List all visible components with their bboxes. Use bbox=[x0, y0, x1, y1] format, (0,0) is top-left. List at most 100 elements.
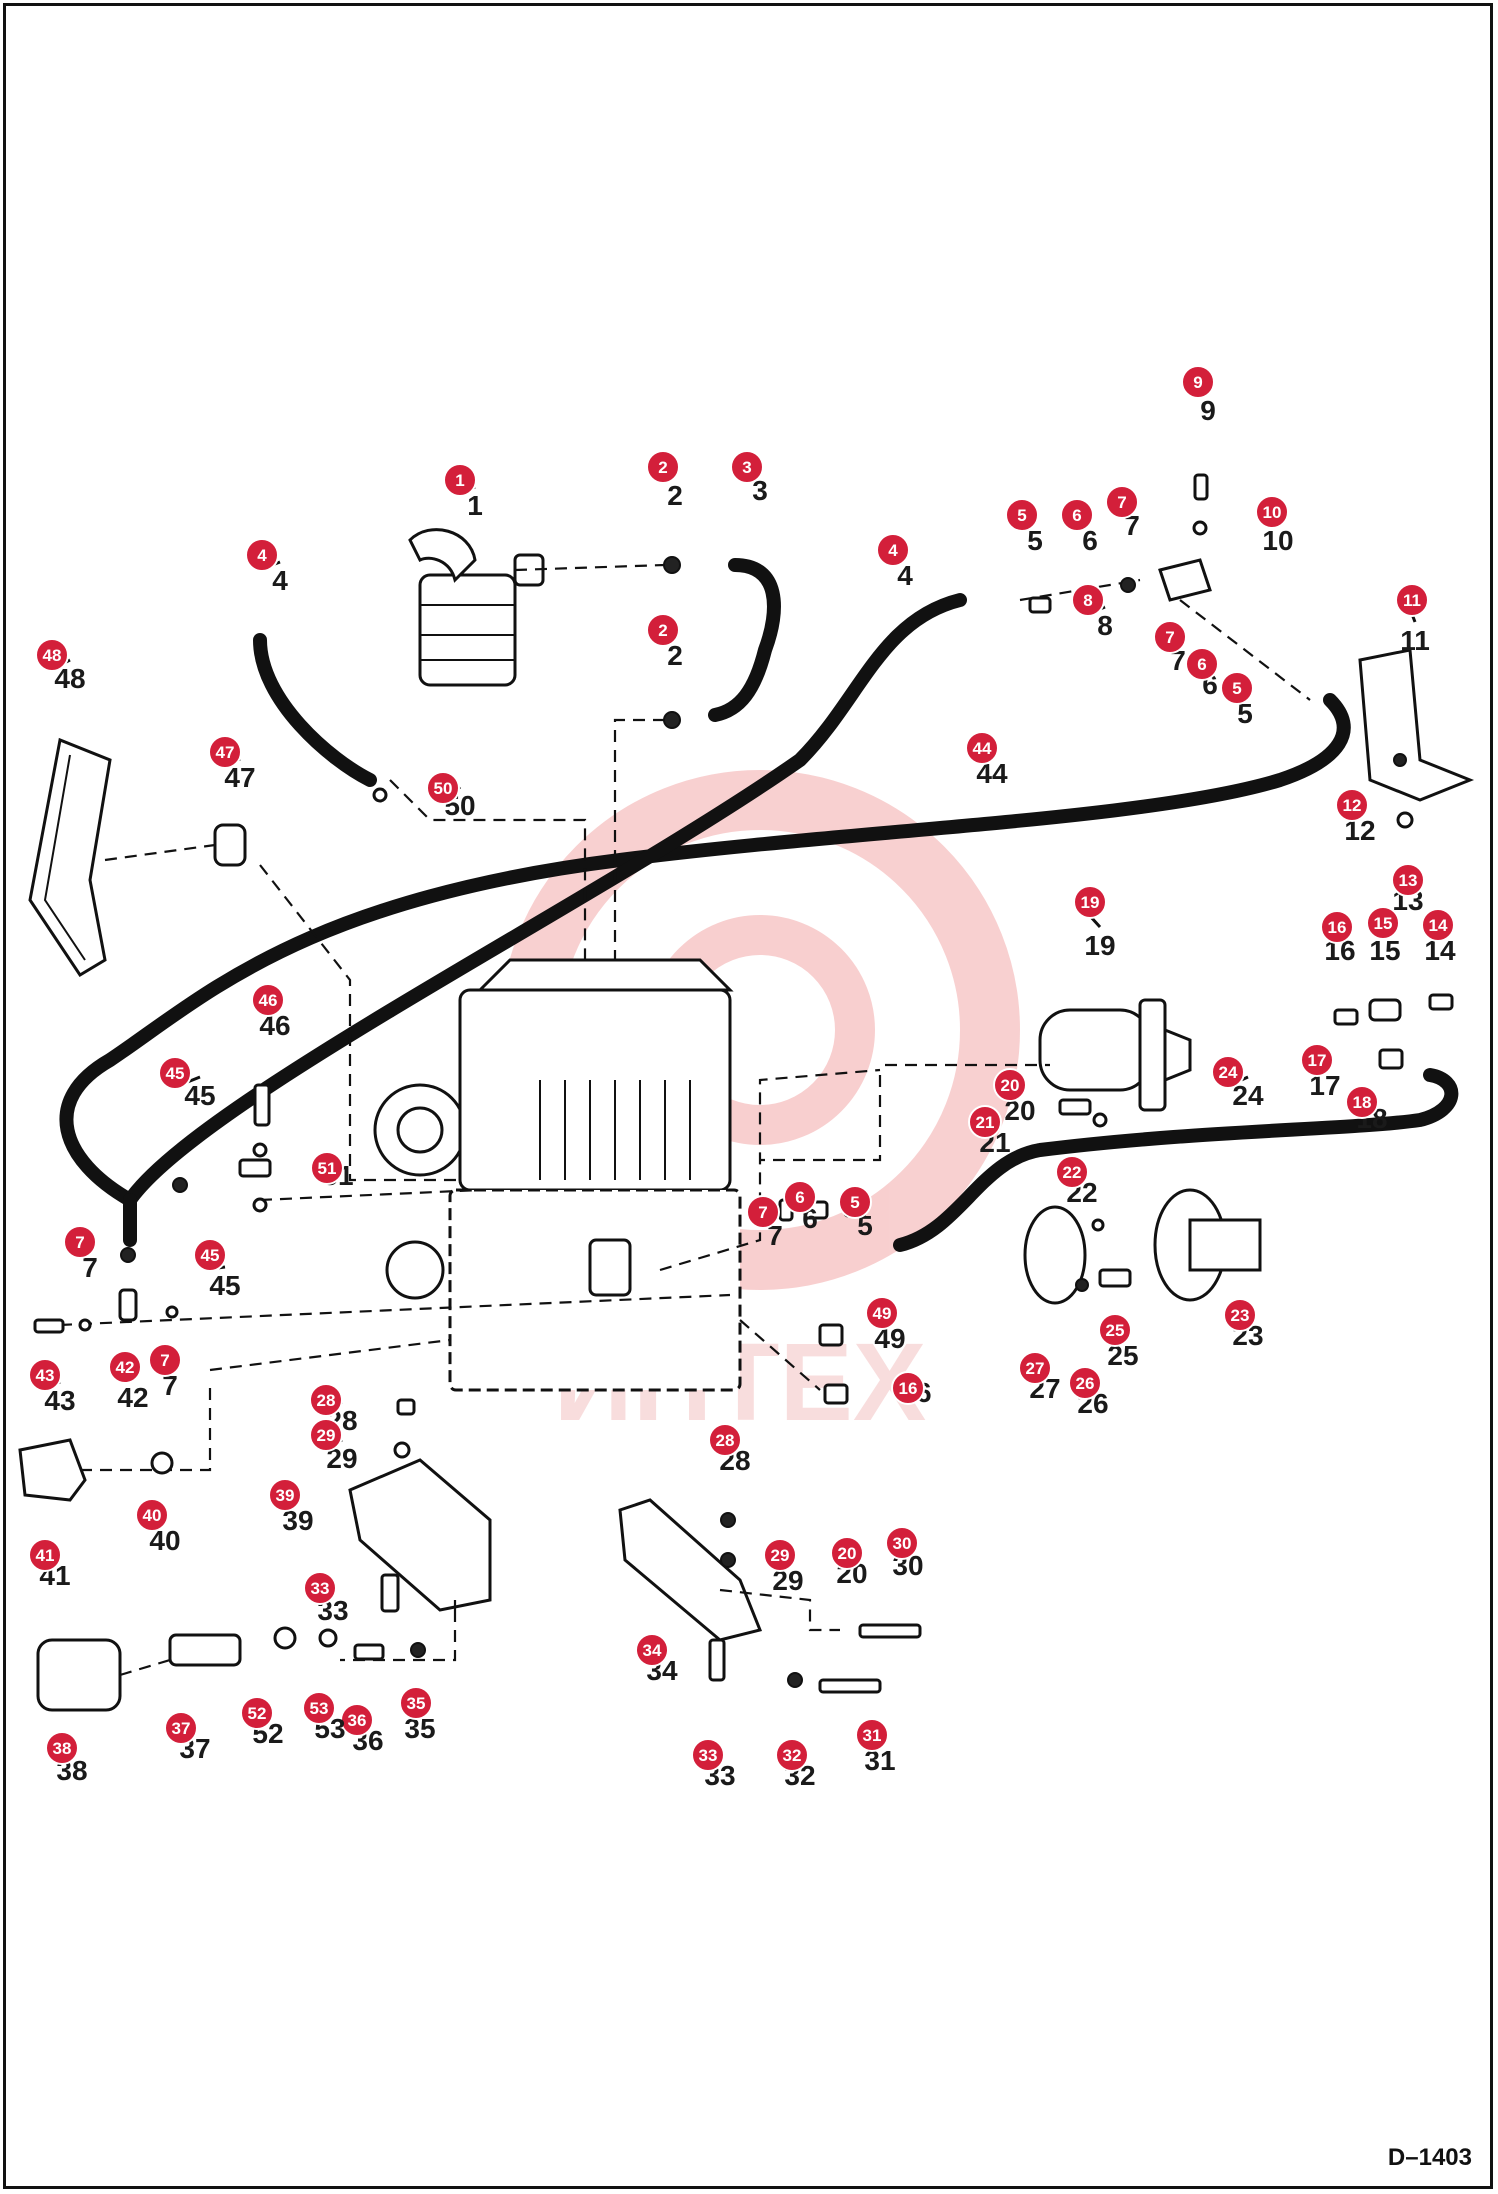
ref-number-11: 11 bbox=[1400, 625, 1430, 656]
badge-label-7: 7 bbox=[160, 1351, 169, 1370]
callout-badge-48[interactable]: 48 bbox=[35, 638, 69, 672]
callout-badge-1[interactable]: 1 bbox=[443, 463, 477, 497]
callout-badge-33[interactable]: 33 bbox=[691, 1738, 725, 1772]
badge-circle-27 bbox=[1018, 1351, 1052, 1385]
ref-number-2: 2 bbox=[667, 640, 683, 671]
callout-badge-4[interactable]: 4 bbox=[876, 533, 910, 567]
callout-badge-34[interactable]: 34 bbox=[635, 1633, 669, 1667]
badge-label-13: 13 bbox=[1399, 871, 1418, 890]
callout-badge-28[interactable]: 28 bbox=[309, 1383, 343, 1417]
callout-badge-49[interactable]: 49 bbox=[865, 1296, 899, 1330]
hose-3 bbox=[708, 558, 781, 722]
callout-badge-24[interactable]: 24 bbox=[1211, 1055, 1245, 1089]
callout-badge-18[interactable]: 18 bbox=[1345, 1085, 1379, 1119]
callout-badge-33[interactable]: 33 bbox=[303, 1571, 337, 1605]
callout-badge-30[interactable]: 30 bbox=[885, 1526, 919, 1560]
badge-label-51: 51 bbox=[318, 1159, 337, 1178]
ref-number-5: 5 bbox=[1027, 525, 1043, 556]
callout-badge-43[interactable]: 43 bbox=[28, 1358, 62, 1392]
callout-badge-52[interactable]: 52 bbox=[240, 1696, 274, 1730]
callout-badge-42[interactable]: 42 bbox=[108, 1350, 142, 1384]
callout-badge-3[interactable]: 3 bbox=[730, 450, 764, 484]
callout-badge-4[interactable]: 4 bbox=[245, 538, 279, 572]
callout-badge-27[interactable]: 27 bbox=[1018, 1351, 1052, 1385]
callout-badge-32[interactable]: 32 bbox=[775, 1738, 809, 1772]
ref-number-45: 45 bbox=[184, 1080, 215, 1111]
badge-label-49: 49 bbox=[873, 1304, 892, 1323]
callout-badge-6[interactable]: 6 bbox=[1060, 498, 1094, 532]
callout-badge-2[interactable]: 2 bbox=[646, 450, 680, 484]
callout-badge-12[interactable]: 12 bbox=[1335, 788, 1369, 822]
callout-badge-15[interactable]: 15 bbox=[1366, 906, 1400, 940]
ref-number-42: 42 bbox=[117, 1382, 148, 1413]
callout-badge-29[interactable]: 29 bbox=[763, 1538, 797, 1572]
callout-badge-7[interactable]: 7 bbox=[1153, 620, 1187, 654]
callout-badge-16[interactable]: 16 bbox=[891, 1371, 925, 1405]
callout-badge-20[interactable]: 20 bbox=[830, 1536, 864, 1570]
callout-badge-26[interactable]: 26 bbox=[1068, 1366, 1102, 1400]
badge-circle-22 bbox=[1055, 1155, 1089, 1189]
callout-badge-37[interactable]: 37 bbox=[164, 1711, 198, 1745]
callout-badge-2[interactable]: 2 bbox=[646, 613, 680, 647]
callout-badge-11[interactable]: 11 bbox=[1395, 583, 1429, 617]
callout-badge-9[interactable]: 9 bbox=[1181, 365, 1215, 399]
callout-badge-41[interactable]: 41 bbox=[28, 1538, 62, 1572]
callout-badge-16[interactable]: 16 bbox=[1320, 910, 1354, 944]
callout-badge-22[interactable]: 22 bbox=[1055, 1155, 1089, 1189]
ref-number-6: 6 bbox=[1082, 525, 1098, 556]
callout-badge-47[interactable]: 47 bbox=[208, 735, 242, 769]
ref-number-7: 7 bbox=[767, 1220, 783, 1251]
badge-circle-5 bbox=[838, 1185, 872, 1219]
badge-circle-23 bbox=[1223, 1298, 1257, 1332]
badge-label-4: 4 bbox=[257, 546, 267, 565]
callout-badge-6[interactable]: 6 bbox=[1185, 647, 1219, 681]
callout-badge-20[interactable]: 20 bbox=[993, 1068, 1027, 1102]
callout-badge-36[interactable]: 36 bbox=[340, 1703, 374, 1737]
badge-circle-2 bbox=[646, 450, 680, 484]
callout-badge-50[interactable]: 50 bbox=[426, 771, 460, 805]
callout-badge-28[interactable]: 28 bbox=[708, 1423, 742, 1457]
hoses bbox=[59, 558, 1459, 1252]
callout-badge-45[interactable]: 45 bbox=[193, 1238, 227, 1272]
callout-badge-5[interactable]: 5 bbox=[1220, 671, 1254, 705]
callout-badge-7[interactable]: 7 bbox=[148, 1343, 182, 1377]
callout-badge-19[interactable]: 19 bbox=[1073, 885, 1107, 919]
callout-badge-17[interactable]: 17 bbox=[1300, 1043, 1334, 1077]
badge-label-38: 38 bbox=[53, 1739, 72, 1758]
callout-badge-38[interactable]: 38 bbox=[45, 1731, 79, 1765]
badge-label-16: 16 bbox=[899, 1379, 918, 1398]
badge-circle-45 bbox=[193, 1238, 227, 1272]
callout-badge-13[interactable]: 13 bbox=[1391, 863, 1425, 897]
badge-circle-7 bbox=[148, 1343, 182, 1377]
callout-badge-7[interactable]: 7 bbox=[746, 1195, 780, 1229]
callout-badge-40[interactable]: 40 bbox=[135, 1498, 169, 1532]
callout-badge-44[interactable]: 44 bbox=[965, 731, 999, 765]
badge-circle-6 bbox=[1060, 498, 1094, 532]
callout-badge-25[interactable]: 25 bbox=[1098, 1313, 1132, 1347]
badge-circle-11 bbox=[1395, 583, 1429, 617]
callout-badge-21[interactable]: 21 bbox=[968, 1105, 1002, 1139]
callout-badge-8[interactable]: 8 bbox=[1071, 583, 1105, 617]
badge-circle-6 bbox=[1185, 647, 1219, 681]
callout-badge-5[interactable]: 5 bbox=[838, 1185, 872, 1219]
callout-badge-51[interactable]: 51 bbox=[310, 1151, 344, 1185]
callout-badge-7[interactable]: 7 bbox=[63, 1225, 97, 1259]
callout-badge-23[interactable]: 23 bbox=[1223, 1298, 1257, 1332]
badge-label-10: 10 bbox=[1263, 503, 1282, 522]
callout-badge-35[interactable]: 35 bbox=[399, 1686, 433, 1720]
callout-badge-39[interactable]: 39 bbox=[268, 1478, 302, 1512]
callout-badge-10[interactable]: 10 bbox=[1255, 495, 1289, 529]
callout-badge-14[interactable]: 14 bbox=[1421, 908, 1455, 942]
callout-badge-7[interactable]: 7 bbox=[1105, 485, 1139, 519]
badge-circle-13 bbox=[1391, 863, 1425, 897]
callout-badge-5[interactable]: 5 bbox=[1005, 498, 1039, 532]
callout-badge-6[interactable]: 6 bbox=[783, 1180, 817, 1214]
badge-circle-33 bbox=[691, 1738, 725, 1772]
callout-badge-45[interactable]: 45 bbox=[158, 1056, 192, 1090]
callout-badge-53[interactable]: 53 bbox=[302, 1691, 336, 1725]
badge-label-3: 3 bbox=[742, 458, 751, 477]
callout-badge-46[interactable]: 46 bbox=[251, 983, 285, 1017]
callout-badge-29[interactable]: 29 bbox=[309, 1418, 343, 1452]
callout-badge-31[interactable]: 31 bbox=[855, 1718, 889, 1752]
